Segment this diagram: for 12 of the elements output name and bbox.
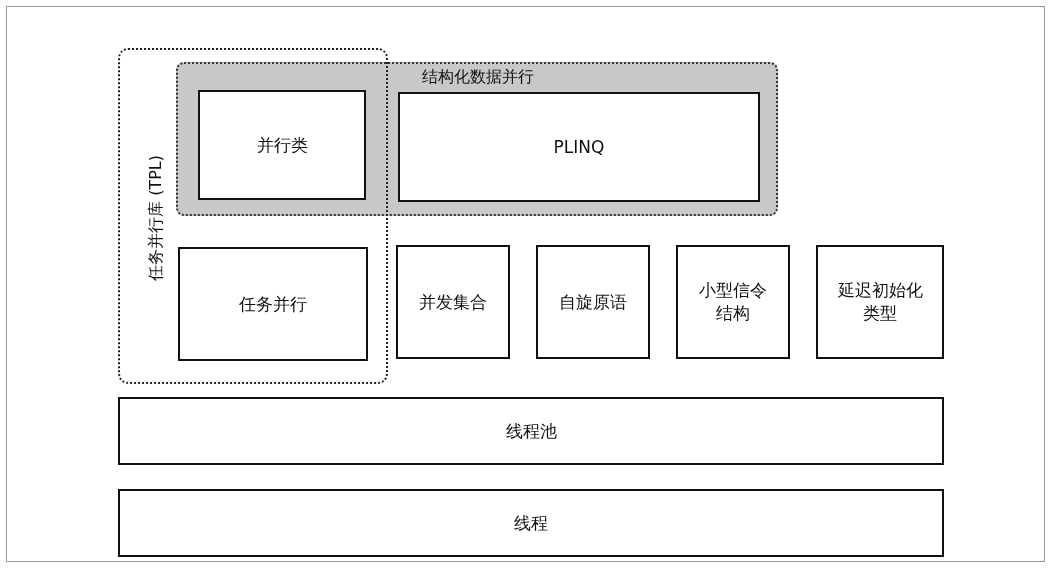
- component-box: 小型信令结构: [676, 245, 790, 359]
- group-title: 任务并行库 (TPL): [145, 155, 166, 281]
- component-box: 任务并行: [178, 247, 368, 361]
- component-box: 并行类: [198, 90, 366, 200]
- component-box: 线程: [118, 489, 944, 557]
- component-box: 自旋原语: [536, 245, 650, 359]
- component-box: PLINQ: [398, 92, 760, 202]
- component-box: 线程池: [118, 397, 944, 465]
- component-box: 并发集合: [396, 245, 510, 359]
- group-frame: [118, 48, 388, 384]
- component-box: 延迟初始化类型: [816, 245, 944, 359]
- group-title: 结构化数据并行: [422, 67, 534, 88]
